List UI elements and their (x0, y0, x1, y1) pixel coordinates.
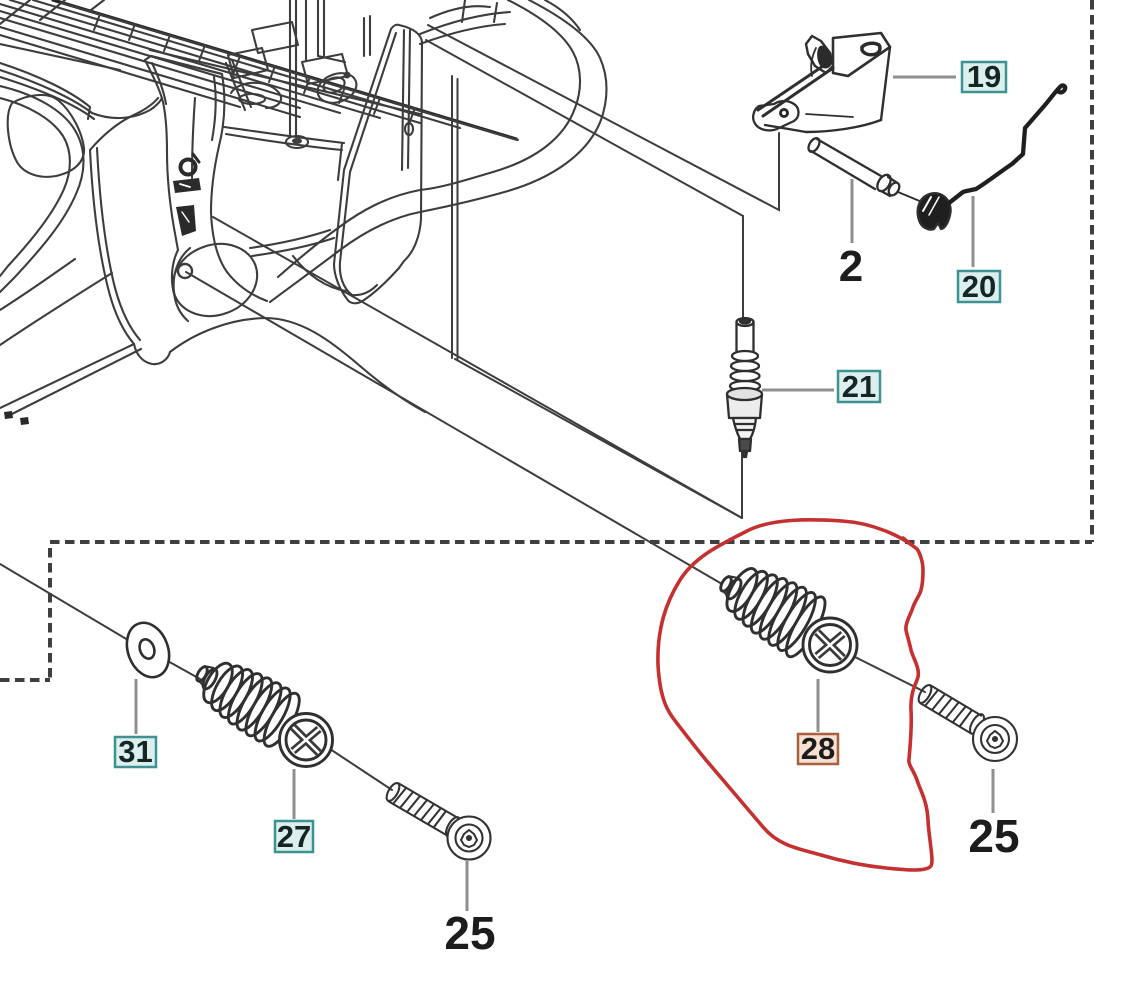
svg-text:19: 19 (967, 59, 1001, 94)
svg-text:2: 2 (839, 242, 863, 291)
svg-text:31: 31 (118, 734, 152, 769)
svg-text:21: 21 (842, 369, 876, 404)
svg-text:27: 27 (277, 819, 311, 854)
svg-text:25: 25 (444, 907, 495, 959)
svg-text:20: 20 (962, 269, 996, 304)
svg-text:28: 28 (801, 731, 835, 766)
svg-text:25: 25 (968, 810, 1019, 862)
